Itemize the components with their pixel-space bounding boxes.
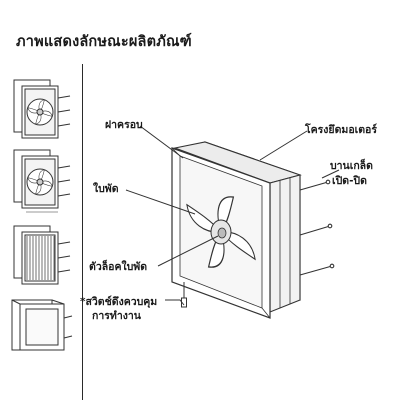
fan-shutter-view [11,299,73,351]
callout-switch: *สวิตช์ดึงควบคุม [80,293,157,310]
callout-lines [125,125,340,306]
page-title: ภาพแสดงลักษณะผลิตภัณฑ์ [16,34,192,50]
callout-motor-frame: โครงยึดมอเตอร์ [305,124,377,136]
callout-louver-line2: เปิด-ปิด [332,175,367,187]
louver-rods [299,179,335,276]
fan-grille-view [13,225,71,285]
callout-switch-line1: สวิตช์ดึงควบคุม [85,296,158,308]
fan-front-view-1 [13,79,71,139]
callout-blade: ใบพัด [93,183,119,195]
callout-louver-line1: บานเกล็ด [330,160,373,172]
fan-front-view-2 [13,149,71,213]
blade-lock [217,227,227,239]
callout-switch-line2: การทำงาน [92,310,141,322]
switch-marker: * [80,296,86,308]
callout-cover: ฝาครอบ [105,119,143,131]
callout-blade-lock: ตัวล็อคใบพัด [89,261,148,273]
thumbnail-divider [82,64,83,400]
